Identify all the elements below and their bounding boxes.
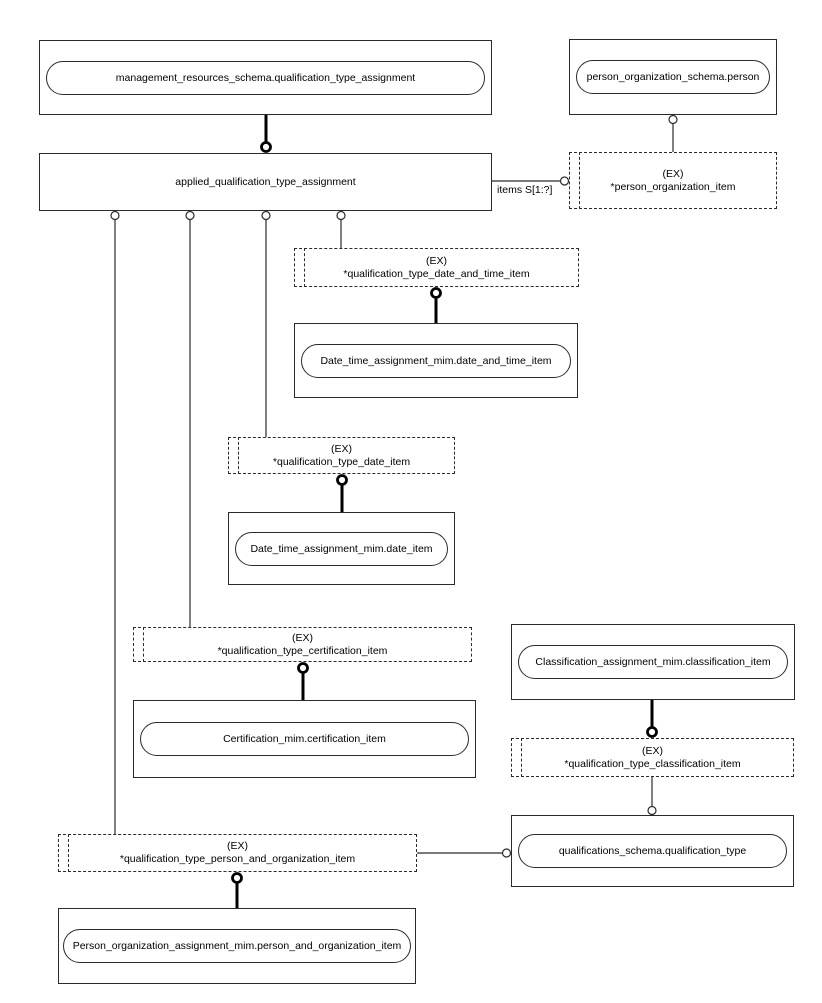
select-tag: (EX) — [227, 840, 248, 852]
select-label: *qualification_type_date_and_time_item — [343, 267, 530, 280]
entity-label: Date_time_assignment_mim.date_and_time_i… — [320, 354, 552, 367]
entity-box-person-organization-schema-person: person_organization_schema.person — [569, 39, 777, 115]
entity-box-person-organization-assignment-mim-person-and-organization-item: Person_organization_assignment_mim.perso… — [58, 908, 416, 984]
entity-label: Certification_mim.certification_item — [223, 733, 386, 745]
items-cardinality-label: items S[1:?] — [497, 184, 553, 196]
open-circle-applied-bottom-2 — [185, 210, 195, 221]
open-circle-applied-bottom-1 — [110, 210, 120, 221]
entity-oval: Classification_assignment_mim.classifica… — [518, 645, 788, 679]
select-label: *qualification_type_classification_item — [564, 757, 741, 770]
page-reference-line — [143, 627, 144, 662]
bold-circle-certification-item-bottom — [297, 662, 309, 674]
select-label: *qualification_type_certification_item — [217, 644, 388, 657]
entity-box-classification-assignment-mim-classification-item: Classification_assignment_mim.classifica… — [511, 624, 795, 700]
entity-box-applied-qualification-type-assignment: applied_qualification_type_assignment — [39, 153, 492, 211]
page-reference-line — [579, 152, 580, 209]
entity-oval: Person_organization_assignment_mim.perso… — [63, 929, 411, 963]
entity-label: Date_time_assignment_mim.date_item — [250, 542, 433, 555]
select-box-qualification-type-certification-item: (EX) *qualification_type_certification_i… — [133, 627, 472, 662]
page-reference-line — [521, 738, 522, 777]
entity-box-date-time-assignment-mim-date-item: Date_time_assignment_mim.date_item — [228, 512, 455, 585]
select-tag: (EX) — [426, 254, 447, 267]
open-circle-person-to-person-organization-item — [668, 114, 678, 125]
entity-label: person_organization_schema.person — [586, 71, 760, 83]
entity-box-date-time-assignment-mim-date-and-time-item: Date_time_assignment_mim.date_and_time_i… — [294, 323, 578, 398]
open-circle-applied-bottom-3 — [261, 210, 271, 221]
entity-label: management_resources_schema.qualificatio… — [115, 71, 416, 84]
select-label: *qualification_type_date_item — [272, 455, 411, 468]
entity-oval: management_resources_schema.qualificatio… — [46, 60, 485, 95]
entity-box-certification-mim-certification-item: Certification_mim.certification_item — [133, 700, 476, 778]
bold-circle-date-and-time-item-bottom — [430, 287, 442, 299]
select-tag: (EX) — [292, 631, 313, 644]
bold-circle-classification-item-top — [646, 726, 658, 738]
bold-circle-applied-top — [260, 141, 272, 153]
select-label: *person_organization_item — [610, 180, 736, 193]
page-reference-line — [304, 248, 305, 287]
bold-circle-date-item-bottom — [336, 474, 348, 486]
entity-box-qualifications-schema-qualification-type: qualifications_schema.qualification_type — [511, 815, 794, 887]
open-circle-applied-bottom-4 — [336, 210, 346, 221]
entity-box-management-resources-schema-qualification-type-assignment: management_resources_schema.qualificatio… — [39, 40, 492, 115]
entity-oval: Certification_mim.certification_item — [140, 722, 469, 756]
select-label: *qualification_type_person_and_organizat… — [119, 853, 356, 865]
select-box-qualification-type-date-item: (EX) *qualification_type_date_item — [228, 437, 455, 474]
page-reference-line — [68, 834, 69, 872]
entity-label: qualifications_schema.qualification_type — [558, 845, 747, 857]
entity-oval: Date_time_assignment_mim.date_item — [235, 531, 448, 566]
select-tag: (EX) — [662, 167, 684, 180]
select-box-person-organization-item: (EX) *person_organization_item — [569, 152, 777, 209]
page-reference-line — [238, 437, 239, 474]
entity-label: Classification_assignment_mim.classifica… — [535, 656, 771, 668]
open-circle-qualification-type-top — [647, 805, 657, 816]
open-circle-qualification-type-left — [501, 848, 512, 858]
select-box-qualification-type-date-and-time-item: (EX) *qualification_type_date_and_time_i… — [294, 248, 579, 287]
select-tag: (EX) — [642, 744, 663, 757]
select-tag: (EX) — [331, 442, 352, 455]
entity-oval: person_organization_schema.person — [576, 60, 770, 94]
entity-oval: qualifications_schema.qualification_type — [518, 834, 787, 868]
entity-label: applied_qualification_type_assignment — [175, 176, 356, 188]
select-box-qualification-type-person-and-organization-item: (EX) *qualification_type_person_and_orga… — [58, 834, 417, 872]
select-box-qualification-type-classification-item: (EX) *qualification_type_classification_… — [511, 738, 794, 777]
entity-oval: Date_time_assignment_mim.date_and_time_i… — [301, 343, 571, 378]
entity-label: Person_organization_assignment_mim.perso… — [72, 940, 402, 952]
bold-circle-person-and-organization-item-bottom — [231, 872, 243, 884]
open-circle-items-end — [559, 176, 570, 186]
